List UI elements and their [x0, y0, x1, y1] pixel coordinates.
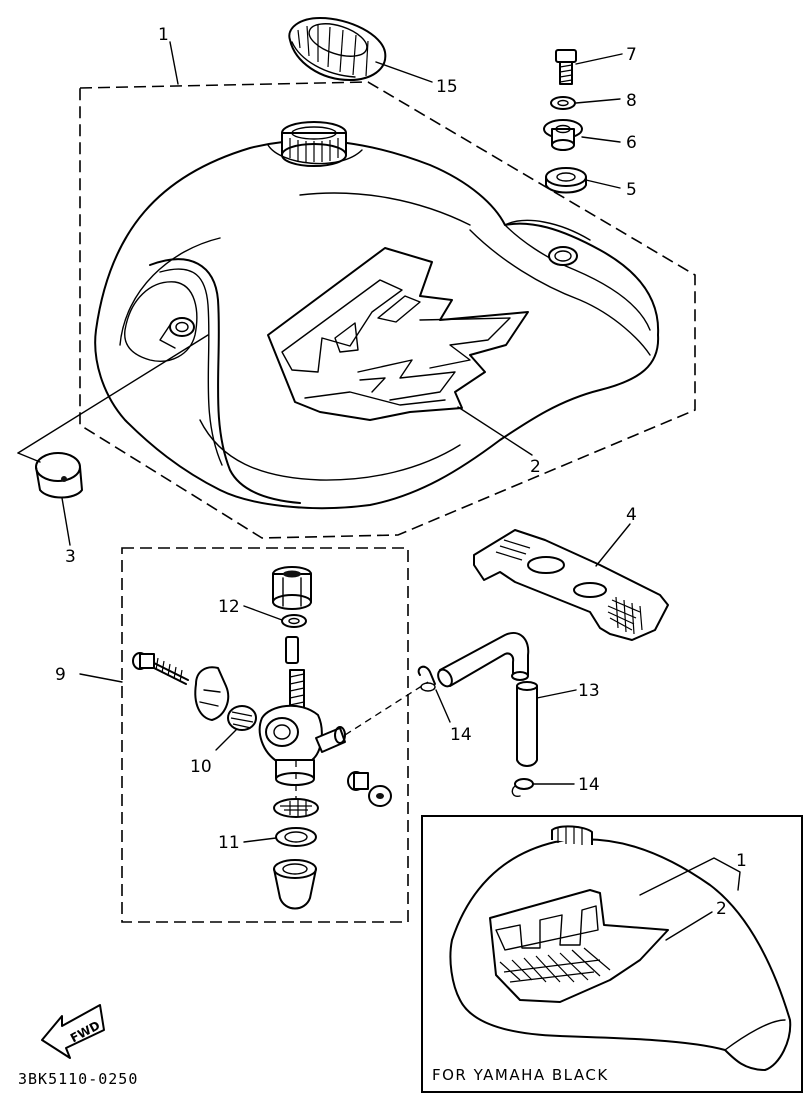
- fuel-cock-assembly-boundary: [121, 547, 409, 923]
- part-label-9: 9: [55, 665, 66, 685]
- inset-fuel-tank: [449, 825, 792, 1071]
- part-label-11: 11: [218, 833, 240, 853]
- part-label-14-upper: 14: [450, 725, 472, 745]
- fuel-cock-small-nuts: [347, 771, 392, 807]
- part-label-4: 4: [626, 505, 637, 525]
- fuel-cock-plate: [227, 705, 257, 731]
- tank-assembly-boundary: [79, 81, 696, 539]
- part-label-6: 6: [626, 133, 637, 153]
- part-label-3: 3: [65, 547, 76, 567]
- hose-clip-lower: [511, 778, 534, 798]
- inset-caption: FOR YAMAHA BLACK: [432, 1066, 609, 1084]
- fuel-cock-filter-screen: [273, 798, 319, 818]
- fuel-hose-cut: [516, 681, 538, 767]
- fuel-cock-cup: [273, 859, 317, 910]
- part-label-7: 7: [626, 45, 637, 65]
- part-label-5: 5: [626, 180, 637, 200]
- fuel-hose: [437, 632, 530, 688]
- o-ring-11: [275, 827, 317, 847]
- part-label-10: 10: [190, 757, 212, 777]
- damper: [545, 167, 587, 194]
- part-label-14-lower: 14: [578, 775, 600, 795]
- fuel-cock-body: [258, 704, 346, 786]
- fuel-cap: [288, 17, 387, 81]
- o-ring-12: [281, 614, 307, 628]
- inset-part-label-2: 2: [716, 899, 727, 919]
- tank-decal-graphic: [267, 247, 529, 421]
- part-label-2: 2: [530, 457, 541, 477]
- drawing-code: 3BK5110-0250: [18, 1070, 138, 1088]
- fuel-tank: [94, 121, 660, 510]
- bolt: [555, 49, 577, 85]
- part-label-12: 12: [218, 597, 240, 617]
- hose-clip-upper: [417, 665, 436, 692]
- inset-part-label-1: 1: [736, 851, 747, 871]
- forward-direction-arrow: FWD: [41, 1004, 105, 1059]
- part-label-8: 8: [626, 91, 637, 111]
- lock-washer: [550, 96, 576, 110]
- fuel-cock-pipe: [285, 636, 299, 664]
- collar: [543, 119, 583, 151]
- seat-bracket: [473, 529, 669, 641]
- fuel-cock-screw: [132, 652, 189, 685]
- fuel-cock-strainer: [289, 669, 305, 717]
- part-label-1: 1: [158, 25, 169, 45]
- yamaha-black-inset: [421, 815, 803, 1093]
- part-label-13: 13: [578, 681, 600, 701]
- fuel-cock-lever: [194, 666, 230, 721]
- part-label-15: 15: [436, 77, 458, 97]
- fuel-cock-nut: [272, 566, 312, 610]
- leader-lines: [17, 41, 741, 941]
- front-damper: [35, 452, 83, 499]
